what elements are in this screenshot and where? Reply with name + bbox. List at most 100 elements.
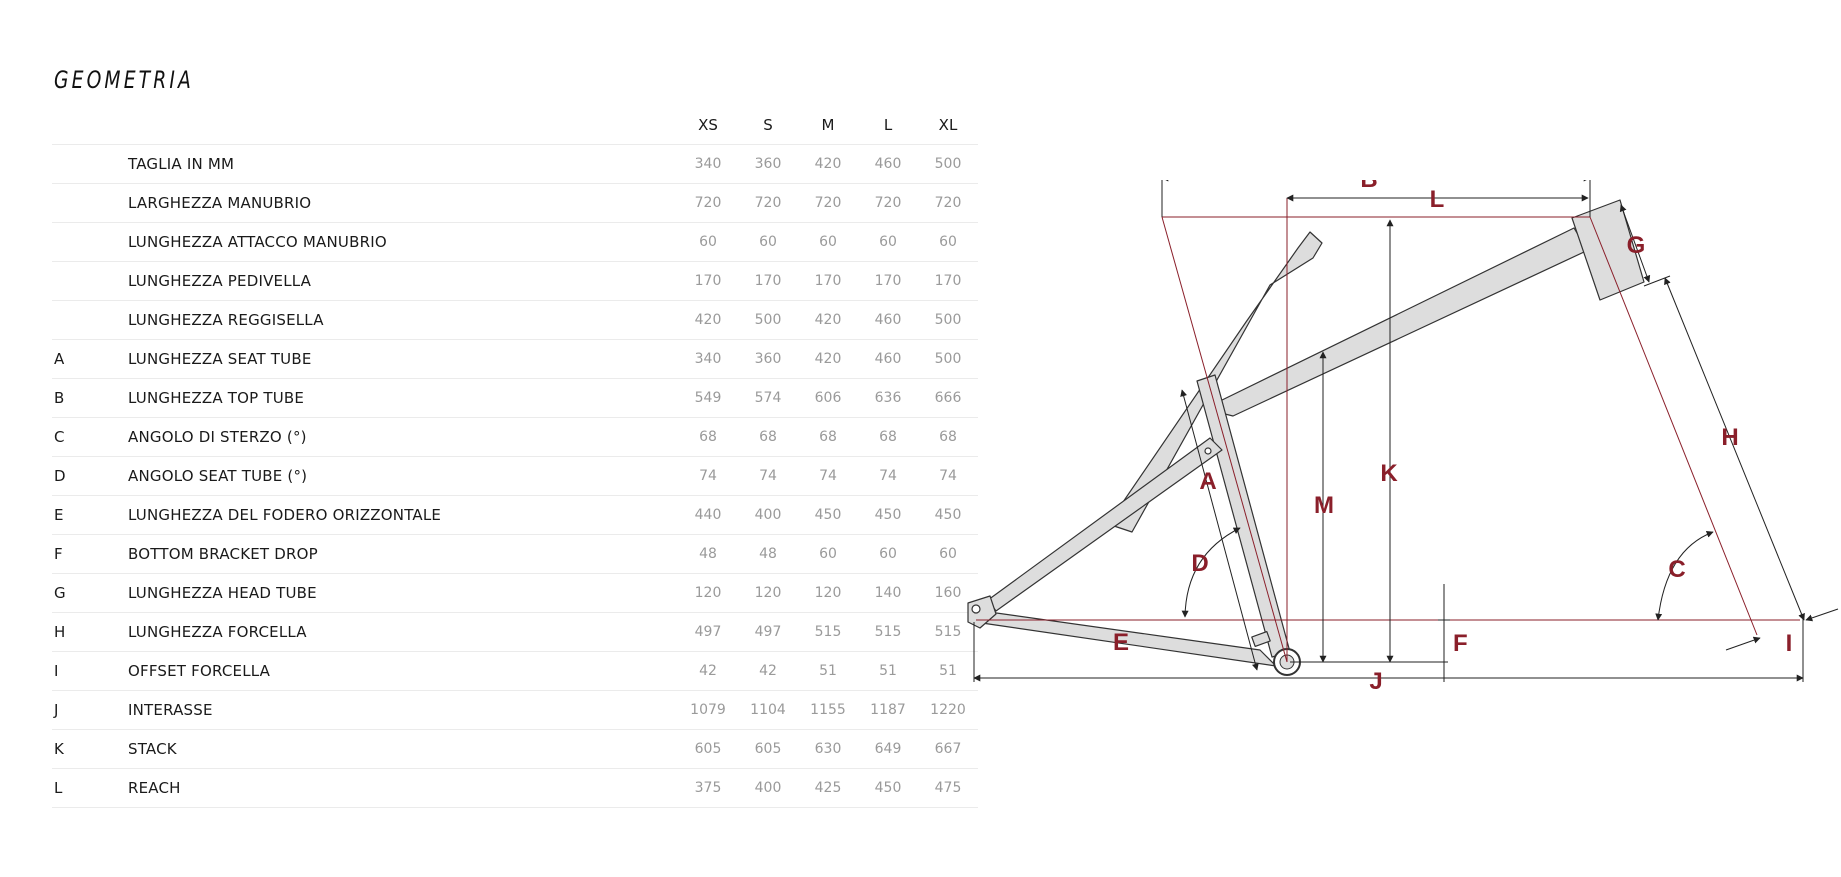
label-i: I: [1786, 630, 1793, 657]
value-m: 420: [798, 144, 858, 184]
row-letter: C: [52, 417, 128, 457]
value-m: 630: [798, 729, 858, 769]
value-l: 140: [858, 573, 918, 613]
value-l: 170: [858, 261, 918, 301]
value-xl: 500: [918, 144, 978, 184]
row-letter: L: [52, 768, 128, 808]
dimension-d-arc: [1181, 527, 1241, 618]
value-xl: 720: [918, 183, 978, 223]
value-xs: 340: [678, 144, 738, 184]
row-label: LUNGHEZZA REGGISELLA: [128, 300, 678, 340]
label-k: K: [1380, 460, 1398, 487]
value-m: 170: [798, 261, 858, 301]
label-c: C: [1668, 556, 1685, 583]
value-m: 120: [798, 573, 858, 613]
value-m: 60: [798, 222, 858, 262]
value-m: 1155: [798, 690, 858, 730]
dropout-axle: [971, 604, 981, 614]
value-xs: 48: [678, 534, 738, 574]
row-letter: J: [52, 690, 128, 730]
value-xl: 450: [918, 495, 978, 535]
value-xs: 605: [678, 729, 738, 769]
size-header-l: L: [883, 116, 893, 134]
value-s: 170: [738, 261, 798, 301]
dimension-labels: B L G H K M A D C E F I J: [1113, 180, 1792, 695]
value-xl: 475: [918, 768, 978, 808]
value-l: 60: [858, 222, 918, 262]
row-letter: [52, 300, 128, 340]
value-l: 460: [858, 339, 918, 379]
value-m: 720: [798, 183, 858, 223]
row-label: INTERASSE: [128, 690, 678, 730]
seat-stay: [987, 437, 1223, 612]
value-xs: 60: [678, 222, 738, 262]
value-xl: 160: [918, 573, 978, 613]
label-d: D: [1191, 550, 1208, 577]
row-label: LUNGHEZZA DEL FODERO ORIZZONTALE: [128, 495, 678, 535]
value-xl: 60: [918, 222, 978, 262]
value-l: 720: [858, 183, 918, 223]
value-s: 605: [738, 729, 798, 769]
label-h: H: [1721, 424, 1738, 451]
row-letter: A: [52, 339, 128, 379]
row-letter: D: [52, 456, 128, 496]
label-a: A: [1199, 468, 1216, 495]
size-header-row: XS S M L XL: [52, 106, 978, 145]
value-s: 48: [738, 534, 798, 574]
value-xs: 549: [678, 378, 738, 418]
value-xl: 51: [918, 651, 978, 691]
header-name-spacer: [128, 106, 678, 145]
row-label: TAGLIA IN MM: [128, 144, 678, 184]
value-s: 74: [738, 456, 798, 496]
label-l: L: [1430, 186, 1445, 213]
value-s: 60: [738, 222, 798, 262]
value-s: 68: [738, 417, 798, 457]
value-xl: 500: [918, 339, 978, 379]
value-m: 68: [798, 417, 858, 457]
value-s: 497: [738, 612, 798, 652]
value-l: 450: [858, 768, 918, 808]
value-s: 1104: [738, 690, 798, 730]
value-xl: 666: [918, 378, 978, 418]
row-label: ANGOLO DI STERZO (°): [128, 417, 678, 457]
row-letter: H: [52, 612, 128, 652]
value-s: 400: [738, 495, 798, 535]
value-m: 606: [798, 378, 858, 418]
value-xs: 42: [678, 651, 738, 691]
row-label: LUNGHEZZA TOP TUBE: [128, 378, 678, 418]
value-m: 51: [798, 651, 858, 691]
seat-tube: [1196, 374, 1291, 658]
row-label: LUNGHEZZA HEAD TUBE: [128, 573, 678, 613]
value-l: 450: [858, 495, 918, 535]
value-xs: 68: [678, 417, 738, 457]
label-f: F: [1453, 630, 1468, 657]
value-l: 649: [858, 729, 918, 769]
value-s: 400: [738, 768, 798, 808]
header-letter-spacer: [52, 106, 128, 145]
value-xl: 667: [918, 729, 978, 769]
row-label: LUNGHEZZA PEDIVELLA: [128, 261, 678, 301]
row-label: LARGHEZZA MANUBRIO: [128, 183, 678, 223]
value-s: 574: [738, 378, 798, 418]
frame-geometry-diagram: B L G H K M A D C E F I J: [967, 180, 1839, 695]
row-letter: [52, 261, 128, 301]
value-xs: 340: [678, 339, 738, 379]
dimension-g-line: [1619, 204, 1651, 283]
label-e: E: [1113, 629, 1129, 656]
value-m: 450: [798, 495, 858, 535]
value-l: 636: [858, 378, 918, 418]
row-letter: B: [52, 378, 128, 418]
value-l: 1187: [858, 690, 918, 730]
label-m: M: [1314, 492, 1334, 519]
label-g: G: [1627, 232, 1646, 259]
